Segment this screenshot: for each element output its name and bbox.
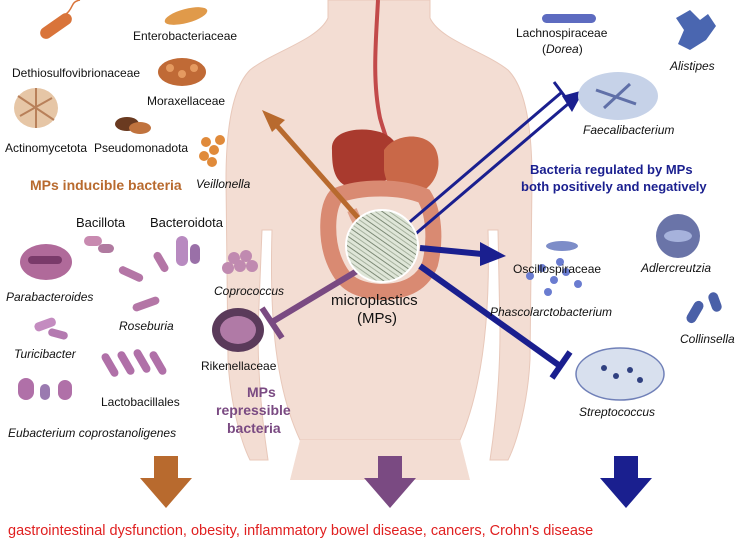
parabacteroides-icon [20,244,72,280]
bacteria-icons-repressible [18,236,264,400]
repression-bar [259,306,285,340]
eubacterium-icon [18,378,72,400]
bacteroidota-icon [176,236,200,266]
label-microplastics: microplastics [331,292,418,309]
label-faecalibacterium: Faecalibacterium [583,123,675,137]
lactobacillales-icon [101,349,167,377]
label-bacillota: Bacillota [76,215,126,230]
label-pseudomonadota: Pseudomonadota [94,141,189,155]
regulation-arrow-line-2 [405,102,569,244]
label-actinomycetota: Actinomycetota [5,141,88,155]
streptococcus-icon [575,347,665,401]
label-lachnospiraceae-dorea: (Dorea) [542,43,583,55]
down-arrow-purple [364,456,416,508]
label-lachnospiraceae: Lachnospiraceae [516,26,608,40]
bacteria-icons-inducible [14,0,225,167]
label-enterobacteriaceae: Enterobacteriaceae [133,29,238,43]
label-phascolarctobacterium: Phascolarctobacterium [490,305,613,319]
rod-bacterium-icon [40,0,81,39]
label-roseburia: Roseburia [119,319,174,333]
bacteria-icons-regulated [526,10,722,401]
colon [320,180,442,301]
heading-repressible-line2: repressible [216,402,291,418]
down-arrow-navy [600,456,652,508]
induction-arrowhead [262,110,285,132]
label-parabacteroides: Parabacteroides [6,290,94,304]
microplastics-closeup [345,209,419,283]
filament-cluster-icon [14,88,58,128]
bacillus-icon [164,7,208,25]
label-alistipes: Alistipes [670,59,715,73]
roseburia-icon [118,251,169,312]
label-adlercreutzia: Adlercreutzia [641,261,712,275]
heading-repressible-line1: MPs [247,384,276,400]
label-bacteroidota: Bacteroidota [150,215,223,230]
oscillospiraceae-icon [546,241,578,251]
cocci-chain-icon [199,135,225,167]
inhibit-line [418,263,562,369]
heading-repressible-line3: bacteria [227,420,281,436]
paren-open: ( [542,42,546,56]
faecalibacterium-icon [578,72,658,120]
label-turicibacter: Turicibacter [14,347,76,361]
label-rikenellaceae: Rikenellaceae [201,359,277,373]
liver [331,129,399,190]
turicibacter-icon [34,317,68,340]
label-dorea: Dorea [546,42,579,56]
rikenellaceae-icon [212,308,264,352]
label-moraxellaceae: Moraxellaceae [147,94,226,108]
promote-arrow-line [419,245,483,257]
label-dethiosulfovibrionaceae: Dethiosulfovibrionaceae [12,66,141,80]
repression-line [270,265,364,325]
label-collinsella: Collinsella [680,332,735,346]
label-oscillospiraceae: Oscillospiraceae [513,262,602,276]
bacillota-icon [84,236,114,253]
collinsella-icon [686,292,722,324]
outcome-arrows [140,456,652,508]
coccobacillus-cluster-icon [158,58,206,86]
pair-bacterium-icon [115,117,151,134]
heading-regulated-line1: Bacteria regulated by MPs [530,162,693,177]
promote-arrowhead [480,242,506,266]
stomach [384,136,439,197]
phascolarctobacterium-icon [526,258,582,296]
inhibit-bar [549,350,573,380]
disease-outcomes: gastrointestinal dysfunction, obesity, i… [8,523,594,539]
adlercreutzia-icon [656,214,700,258]
label-veillonella: Veillonella [196,177,251,191]
label-streptococcus: Streptococcus [579,405,656,419]
regulation-arrow-line-1 [397,90,563,234]
label-eubacterium-coprostanoligenes: Eubacterium coprostanoligenes [8,426,177,440]
down-arrow-brown [140,456,192,508]
label-coprococcus: Coprococcus [214,284,285,298]
label-lactobacillales: Lactobacillales [101,395,180,409]
alistipes-icon [676,10,716,50]
dorea-icon [542,14,596,23]
paren-close: ) [578,42,583,56]
heading-regulated-line2: both positively and negatively [521,179,707,194]
label-mps: (MPs) [357,310,397,327]
coprococcus-icon [222,250,258,274]
induction-arrow-line [268,116,362,222]
heading-inducible: MPs inducible bacteria [30,177,182,193]
